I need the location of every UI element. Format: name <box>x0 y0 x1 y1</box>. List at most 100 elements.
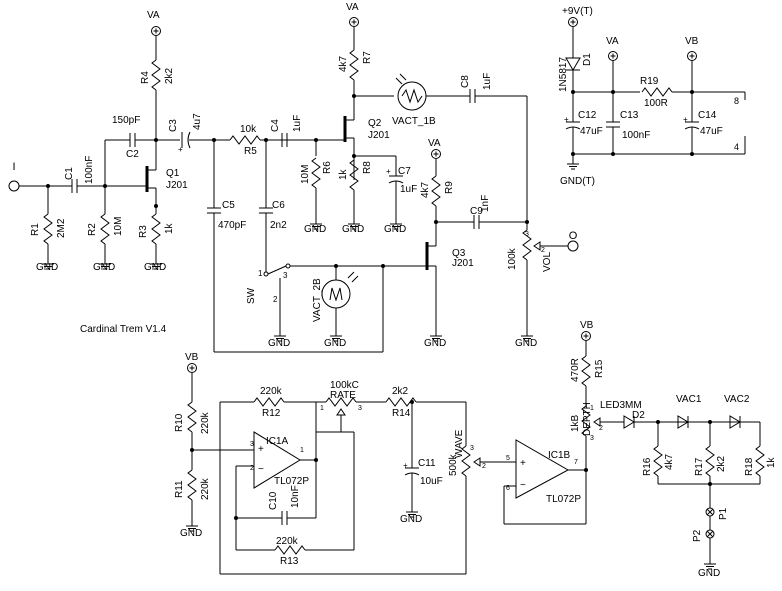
c1-name: C1 <box>64 167 75 180</box>
r19-value: 100R <box>644 98 668 109</box>
c11-name: C11 <box>418 458 436 469</box>
input-stage: I GND R1 2M2 C1 100nF GND R2 10M 150pF C… <box>8 10 188 273</box>
r1-name: R1 <box>30 223 41 236</box>
va-label: VA <box>346 2 359 13</box>
r2-name: R2 <box>87 223 98 236</box>
q3-type: J201 <box>452 258 474 269</box>
c11-value: 10uF <box>420 476 443 487</box>
r18-name: R18 <box>744 457 755 476</box>
vac2-label: VAC2 <box>724 394 750 405</box>
d1-name: D1 <box>582 53 593 66</box>
power-supply: +9V(T) 1N5817 D1 VA VB R19 100R 8 + C12 … <box>558 6 746 187</box>
va-label: VA <box>147 10 160 21</box>
diode-icon <box>565 57 581 71</box>
r7-value: 4k7 <box>338 55 349 72</box>
va-label: VA <box>428 138 441 149</box>
r11-value: 220k <box>200 477 211 500</box>
led-driver: VB 470R R15 1kB DEPTH 1 3 2 LED3MM D2 VA… <box>570 320 777 579</box>
pin-label: 1 <box>300 447 304 454</box>
c6-value: 2n2 <box>270 220 287 231</box>
gnd-label: GND <box>698 568 720 579</box>
r4-name: R4 <box>140 71 151 84</box>
pin-label: 3 <box>358 405 362 412</box>
vb-label: VB <box>185 352 199 363</box>
r7-name: R7 <box>362 51 373 64</box>
input-jack <box>8 180 20 192</box>
c10-value: 10nF <box>290 485 301 508</box>
d2-name: D2 <box>632 410 645 421</box>
vol-name: VOL <box>542 252 553 272</box>
gnd-label: GND <box>384 224 406 235</box>
c4-name: C4 <box>270 119 281 132</box>
ic1b-type: TL072P <box>546 494 581 505</box>
vactrol-icon <box>321 279 351 309</box>
r8-value: 1k <box>338 168 349 180</box>
q1-name: Q1 <box>166 168 180 179</box>
output-jack <box>567 240 579 252</box>
r17-name: R17 <box>694 457 705 476</box>
r10-value: 220k <box>200 411 211 434</box>
gnd-label: GND <box>144 262 166 273</box>
vact1b-label: VACT_1B <box>392 116 436 127</box>
q3-stage: VA 4k7 R9 C9 1nF GND Q3 J201 GND O 100k … <box>383 138 579 349</box>
d2-type: LED3MM <box>600 400 642 411</box>
gnd-label: GND <box>93 262 115 273</box>
svg-text:−: − <box>258 464 264 475</box>
p2-label: P2 <box>692 529 703 542</box>
ic1a-name: IC1A <box>266 436 289 447</box>
wave-value: 500k <box>448 453 459 476</box>
ic1b-name: IC1B <box>548 450 571 461</box>
pin-label: 5 <box>506 455 510 462</box>
r6-value: 10M <box>300 165 311 184</box>
c9-name: C9 <box>470 206 483 217</box>
pin-label: 8 <box>734 96 739 106</box>
c2-value: 150pF <box>112 115 140 126</box>
vb-label: VB <box>685 36 699 47</box>
pin-label: 2 <box>482 463 486 470</box>
ic1a-type: TL072P <box>274 476 309 487</box>
svg-text:−: − <box>520 480 526 491</box>
vb-label: VB <box>580 320 594 331</box>
depth-value: 1kB <box>570 414 581 432</box>
opamp-ic1a <box>253 431 301 489</box>
r9-value: 4k7 <box>420 181 431 198</box>
c8-value: 1uF <box>482 73 493 90</box>
r13-name: R13 <box>280 556 299 567</box>
r19-name: R19 <box>640 76 659 87</box>
c14-name: C14 <box>698 110 717 121</box>
pin-label: 3 <box>250 441 254 448</box>
gnd-label: GND <box>324 338 346 349</box>
r2-value: 10M <box>113 217 124 236</box>
r14-name: R14 <box>392 408 411 419</box>
gnd-label: GND <box>515 338 537 349</box>
pin-label: 2 <box>250 465 254 472</box>
pin-label: 3 <box>470 445 474 452</box>
r9-name: R9 <box>444 181 455 194</box>
c13-name: C13 <box>620 110 639 121</box>
p1-label: P1 <box>718 507 729 520</box>
r4-value: 2k2 <box>164 67 175 84</box>
r15-name: R15 <box>594 359 605 378</box>
gnd-label: GND <box>400 514 422 525</box>
c5-value: 470pF <box>218 220 246 231</box>
output-label: O <box>569 230 578 242</box>
c12-value: 47uF <box>580 126 603 137</box>
r15-value: 470R <box>570 358 581 382</box>
pin-label: 3 <box>590 435 594 442</box>
pin-label: 2 <box>273 295 278 304</box>
svg-text:+: + <box>564 115 569 124</box>
c1-value: 100nF <box>84 156 95 184</box>
c14-value: 47uF <box>700 126 723 137</box>
vac1-label: VAC1 <box>676 394 702 405</box>
svg-text:+: + <box>403 461 408 470</box>
pin-label: 6 <box>506 485 510 492</box>
pin-label: 3 <box>525 231 529 238</box>
q2-name: Q2 <box>368 118 382 129</box>
opamp-ic1b <box>515 439 570 499</box>
c7-name: C7 <box>398 166 411 177</box>
gnd-label: GND <box>304 224 326 235</box>
c2-name: C2 <box>126 149 139 160</box>
c7-value: 1uF <box>400 184 417 195</box>
r11-name: R11 <box>174 480 185 498</box>
